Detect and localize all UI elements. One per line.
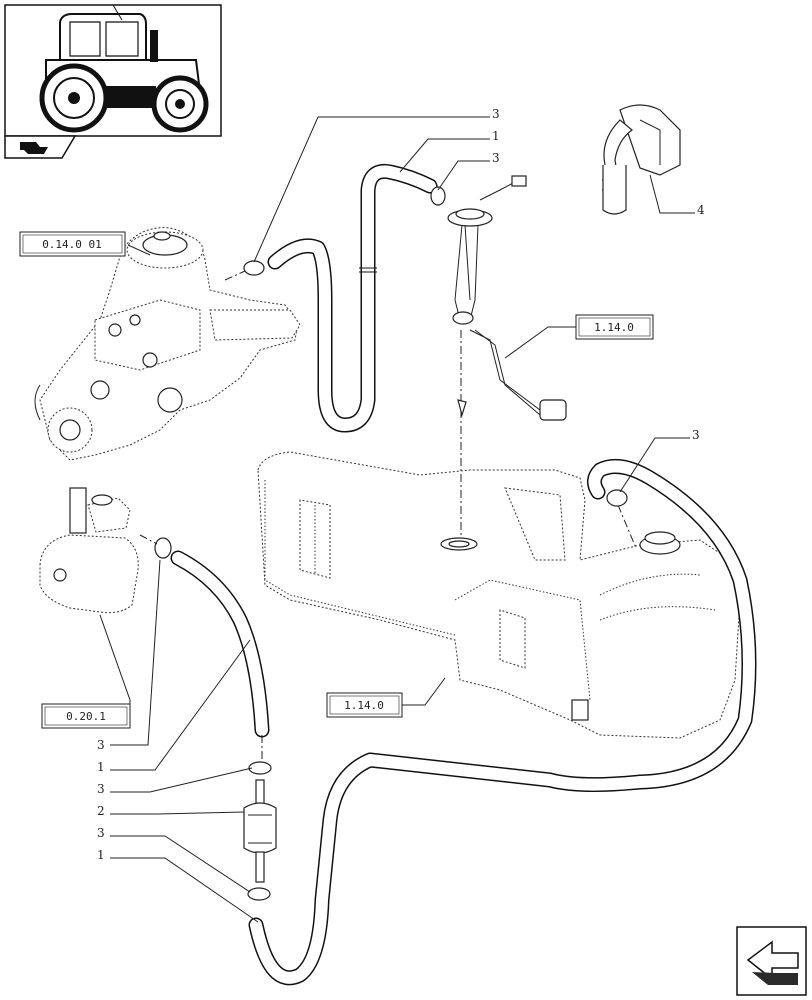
tractor-thumbnail-icon[interactable] xyxy=(4,4,222,137)
callout-3: 3 xyxy=(692,428,700,442)
callout-4: 4 xyxy=(697,203,705,217)
ref-box-feed-pump[interactable]: 0.20.1 xyxy=(41,703,131,729)
callout-stack-3: 3 xyxy=(97,738,105,752)
ref-label: 1.14.0 xyxy=(594,321,634,334)
elbow-connector xyxy=(602,104,681,215)
ref-box-fuel-level-sender[interactable]: 1.14.0 xyxy=(575,314,654,340)
ref-label: 1.14.0 xyxy=(344,699,384,712)
section-arrow-icon[interactable] xyxy=(4,135,77,159)
fuel-level-sender xyxy=(447,175,567,535)
ref-box-injection-pump[interactable]: 0.14.0 01 xyxy=(19,231,126,257)
callout-numbers: 3 1 3 4 3 3 1 3 2 3 1 xyxy=(97,107,705,862)
callout-stack-2: 2 xyxy=(97,804,105,818)
callout-stack-1: 1 xyxy=(97,760,105,774)
hose-clamps xyxy=(139,186,628,901)
fuel-tank xyxy=(257,451,741,739)
feed-pump xyxy=(39,487,139,614)
next-page-arrow-icon[interactable] xyxy=(736,926,807,996)
inline-fuel-filter xyxy=(243,779,277,883)
callout-1: 1 xyxy=(492,129,500,143)
callout-stack-3: 3 xyxy=(97,826,105,840)
callout-stack-1: 1 xyxy=(97,848,105,862)
callout-3: 3 xyxy=(492,151,500,165)
callout-3: 3 xyxy=(492,107,500,121)
callout-stack-3: 3 xyxy=(97,782,105,796)
hoses xyxy=(170,163,757,986)
injection-pump xyxy=(34,227,301,461)
ref-label: 0.14.0 01 xyxy=(42,238,102,251)
ref-box-tank[interactable]: 1.14.0 xyxy=(326,692,403,718)
ref-label: 0.20.1 xyxy=(66,710,106,723)
